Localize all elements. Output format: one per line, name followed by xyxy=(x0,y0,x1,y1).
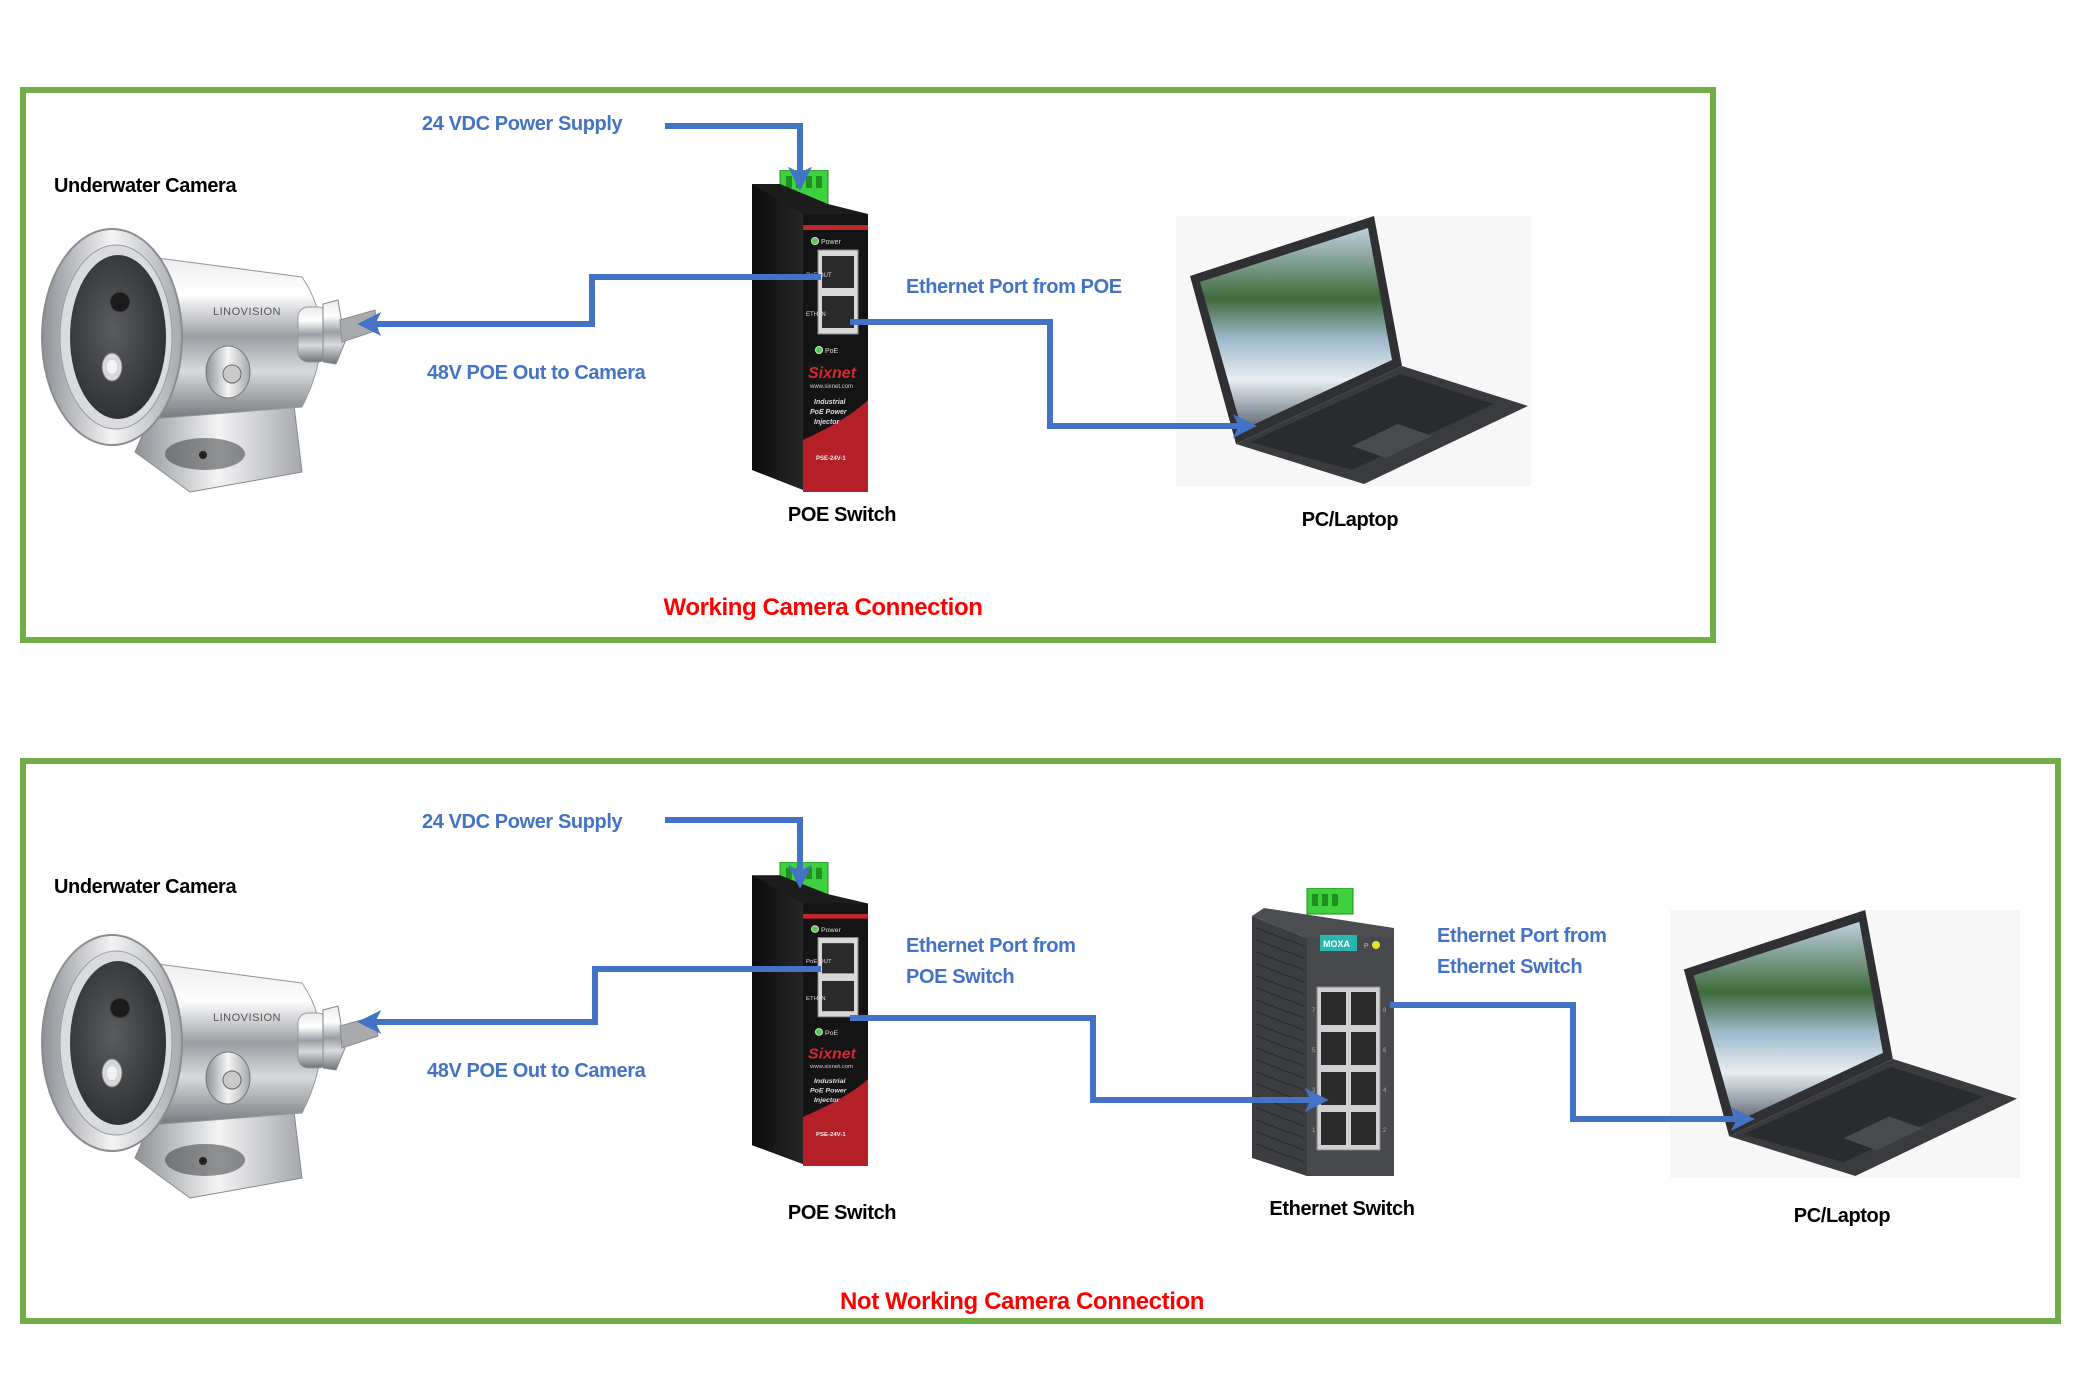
poe-out-annotation: 48V POE Out to Camera xyxy=(427,1060,646,1082)
port-number: 7 xyxy=(1312,1008,1316,1014)
ethernet-port-annotation: Ethernet Port from POE xyxy=(906,276,1122,298)
poe-out-port xyxy=(822,256,854,288)
port-number: 8 xyxy=(1383,1008,1387,1014)
ethernet-switch-icon: MOXA P 7 8 5 6 3 4 1 2 xyxy=(1252,888,1394,1176)
poe-out-annotation: 48V POE Out to Camera xyxy=(427,362,646,384)
laptop-icon: DELL xyxy=(1176,216,1531,486)
switch-port-grid xyxy=(1321,992,1376,1145)
port-in-label: ETH IN xyxy=(806,996,826,1002)
switch-port xyxy=(1351,1032,1376,1065)
ethernet-from-switch-annotation-line2: Ethernet Switch xyxy=(1437,956,1583,978)
laptop-label: PC/Laptop xyxy=(1793,1205,1891,1227)
model-label: PSE-24V-1 xyxy=(816,456,846,462)
led-poe-label: PoE xyxy=(825,348,839,355)
led-poe-label: PoE xyxy=(825,1030,839,1037)
desc-line-2: PoE Power xyxy=(810,409,848,416)
port-number: 2 xyxy=(1383,1128,1387,1134)
eth-in-port xyxy=(822,296,854,328)
sixnet-logo: Sixnet xyxy=(808,365,857,382)
switch-port xyxy=(1351,1072,1376,1105)
ethernet-switch-label: Ethernet Switch xyxy=(1269,1198,1415,1220)
port-number: 6 xyxy=(1383,1048,1387,1054)
power-supply-annotation: 24 VDC Power Supply xyxy=(422,811,623,833)
poe-injector-icon: Power PoE OUT ETH IN PoE Sixnet www.sixn… xyxy=(752,862,868,1166)
camera-brand: LINOVISION xyxy=(213,1012,281,1024)
not-working-connection-panel xyxy=(20,758,2061,1324)
led-power-label: Power xyxy=(821,239,842,246)
poe-switch-label: POE Switch xyxy=(787,504,897,526)
eth-in-port xyxy=(822,980,854,1012)
underwater-camera-icon: LINOVISION xyxy=(41,934,379,1199)
ethernet-from-switch-annotation-line1: Ethernet Port from xyxy=(1437,925,1607,947)
poe-out-port xyxy=(822,943,854,974)
moxa-logo: MOXA xyxy=(1323,939,1351,949)
model-label: PSE-24V-1 xyxy=(816,1132,846,1138)
working-connection-panel xyxy=(20,87,1716,643)
desc-line-1: Industrial xyxy=(814,399,847,406)
sixnet-logo: Sixnet xyxy=(808,1046,857,1063)
switch-led-label: P xyxy=(1364,943,1369,950)
not-working-caption: Not Working Camera Connection xyxy=(840,1288,1204,1315)
switch-port xyxy=(1351,1112,1376,1145)
laptop-label: PC/Laptop xyxy=(1301,509,1399,531)
ethernet-from-poe-annotation-line2: POE Switch xyxy=(906,966,1015,988)
switch-port xyxy=(1351,992,1376,1025)
port-in-label: ETH IN xyxy=(806,312,826,318)
switch-port xyxy=(1321,1112,1346,1145)
camera-brand: LINOVISION xyxy=(213,306,281,318)
port-number: 4 xyxy=(1383,1088,1387,1094)
sixnet-url: www.sixnet.com xyxy=(809,1064,853,1070)
laptop-icon: DELL xyxy=(1670,910,2020,1178)
led-power-label: Power xyxy=(821,927,842,934)
camera-label: Underwater Camera xyxy=(54,175,237,197)
working-caption: Working Camera Connection xyxy=(663,594,983,621)
switch-port xyxy=(1321,1032,1346,1065)
underwater-camera-icon: LINOVISION xyxy=(41,228,379,493)
laptop-brand: DELL xyxy=(1305,384,1322,395)
switch-port xyxy=(1321,992,1346,1025)
ethernet-from-poe-annotation-line1: Ethernet Port from xyxy=(906,935,1076,957)
desc-line-3: Injector xyxy=(814,1097,840,1104)
port-out-label: PoE OUT xyxy=(806,273,832,279)
port-out-label: PoE OUT xyxy=(806,959,832,965)
desc-line-1: Industrial xyxy=(814,1078,846,1085)
sixnet-url: www.sixnet.com xyxy=(809,384,853,390)
port-number: 1 xyxy=(1312,1128,1316,1134)
poe-injector-icon: Power PoE OUT ETH IN PoE Sixnet www.sixn… xyxy=(752,170,868,492)
poe-switch-label: POE Switch xyxy=(787,1202,897,1224)
desc-line-3: Injector xyxy=(814,419,841,426)
switch-port xyxy=(1321,1072,1346,1105)
laptop-brand: DELL xyxy=(1797,1077,1814,1088)
desc-line-2: PoE Power xyxy=(810,1088,847,1095)
power-supply-annotation: 24 VDC Power Supply xyxy=(422,113,623,135)
camera-label: Underwater Camera xyxy=(54,876,237,898)
